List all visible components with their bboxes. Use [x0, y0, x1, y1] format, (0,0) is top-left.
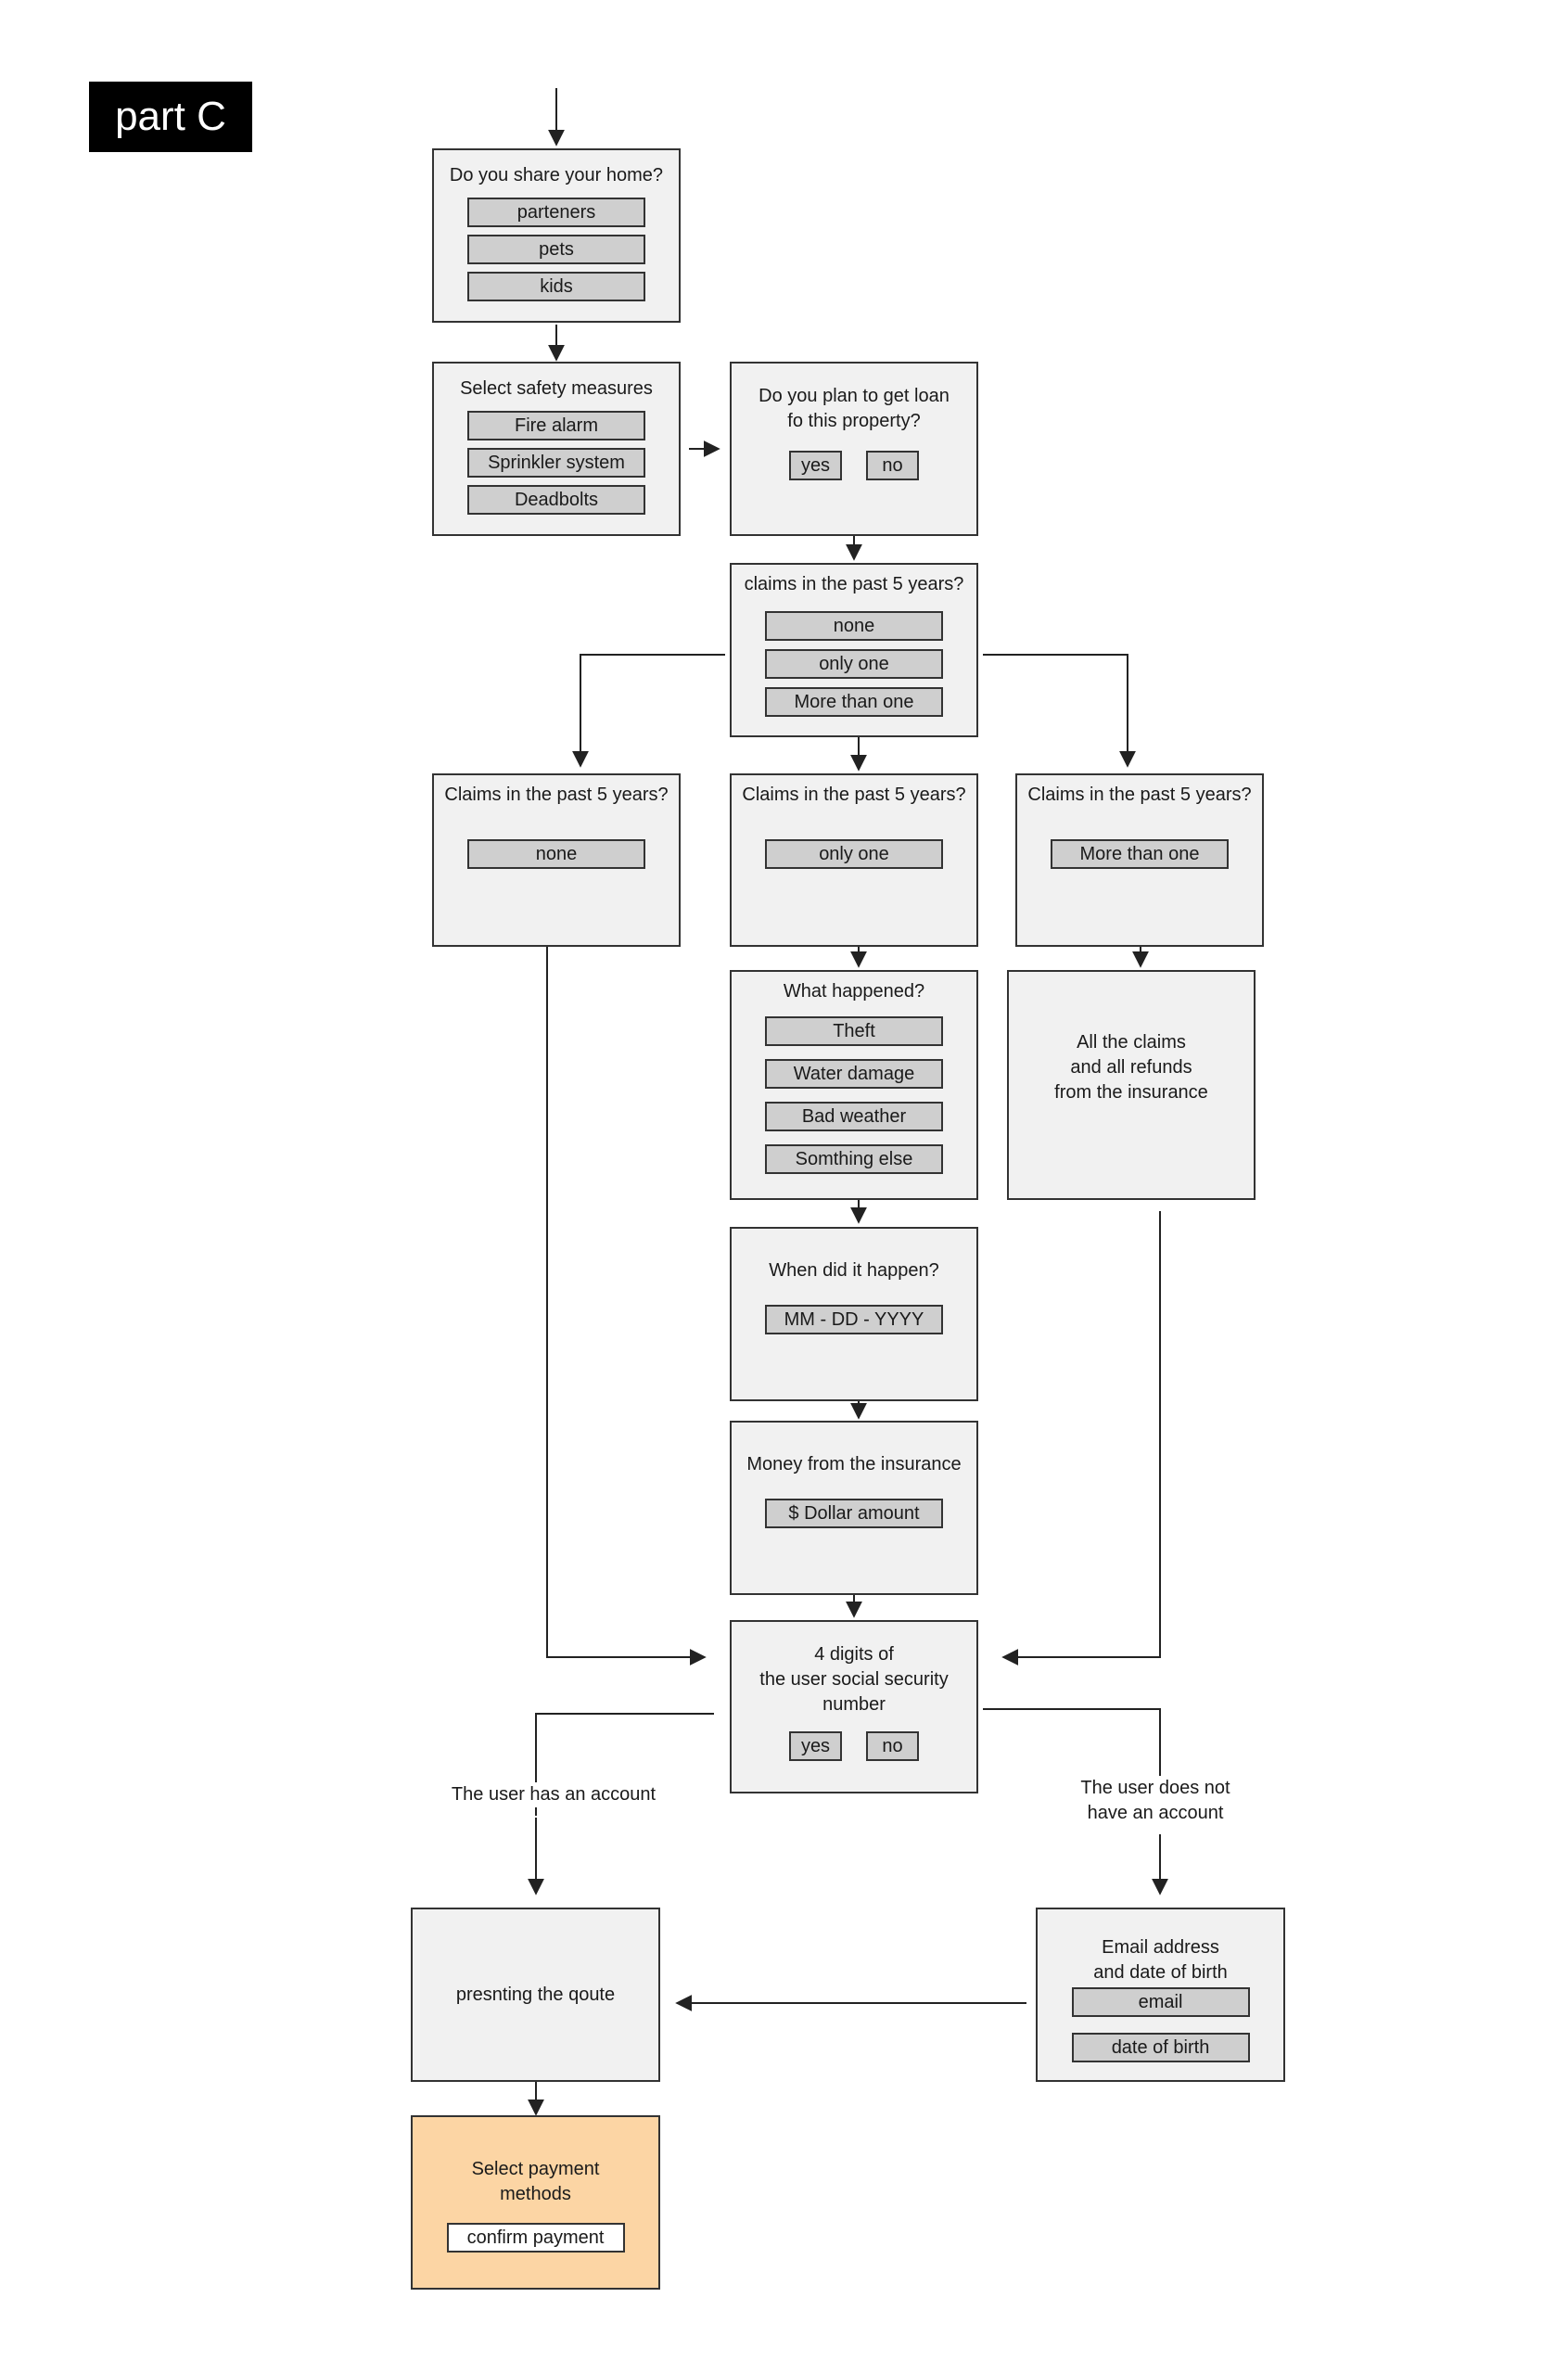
ssn-yes-button[interactable]: yes: [789, 1731, 842, 1761]
what-happened-box: What happened? Theft Water damage Bad we…: [730, 970, 978, 1200]
share-home-question: Do you share your home?: [449, 165, 664, 185]
ssn-no-button[interactable]: no: [866, 1731, 919, 1761]
all-claims-text: All the claims and all refunds from the …: [1054, 1032, 1208, 1103]
option-none[interactable]: none: [765, 611, 943, 641]
claims-question: claims in the past 5 years?: [744, 574, 964, 594]
claims-box: claims in the past 5 years? none only on…: [730, 563, 978, 737]
has-account-label: The user has an account: [438, 1782, 669, 1807]
option-more-than-one[interactable]: More than one: [765, 687, 943, 717]
money-question: Money from the insurance: [746, 1454, 962, 1474]
ssn-question: 4 digits of the user social security num…: [759, 1644, 949, 1715]
option-only-one[interactable]: only one: [765, 649, 943, 679]
claims-more-box: Claims in the past 5 years? More than on…: [1015, 773, 1264, 947]
option-something-else[interactable]: Somthing else: [765, 1144, 943, 1174]
option-water-damage[interactable]: Water damage: [765, 1059, 943, 1089]
loan-question: Do you plan to get loan fo this property…: [759, 386, 950, 431]
loan-box: Do you plan to get loan fo this property…: [730, 362, 978, 536]
arrow-ssn-to-email: [983, 1708, 1161, 1779]
loan-no-button[interactable]: no: [866, 451, 919, 480]
option-pets[interactable]: pets: [467, 235, 645, 264]
loan-yes-button[interactable]: yes: [789, 451, 842, 480]
arrow-claims-to-more: [983, 654, 1136, 768]
arrow-claims-to-none: [572, 654, 725, 768]
share-home-box: Do you share your home? parteners pets k…: [432, 148, 681, 323]
ssn-box: 4 digits of the user social security num…: [730, 1620, 978, 1793]
payment-question: Select payment methods: [471, 2159, 600, 2204]
confirm-payment-button[interactable]: confirm payment: [446, 2223, 625, 2253]
safety-measures-box: Select safety measures Fire alarm Sprink…: [432, 362, 681, 536]
no-account-label: The user does not have an account: [1057, 1776, 1254, 1826]
quote-text: presnting the qoute: [455, 1984, 616, 2005]
claims-one-box: Claims in the past 5 years? only one: [730, 773, 978, 947]
option-partners[interactable]: parteners: [467, 198, 645, 227]
email-input[interactable]: email: [1071, 1987, 1250, 2017]
claims-one-question: Claims in the past 5 years?: [742, 785, 966, 805]
arrow-none-to-ssn: [546, 947, 707, 1666]
claims-more-question: Claims in the past 5 years?: [1027, 785, 1252, 805]
claims-one-option[interactable]: only one: [765, 839, 943, 869]
option-deadbolts[interactable]: Deadbolts: [467, 485, 645, 515]
part-label: part C: [89, 82, 252, 152]
quote-box: presnting the qoute: [411, 1908, 660, 2082]
safety-question: Select safety measures: [460, 378, 653, 399]
email-dob-question: Email address and date of birth: [1093, 1937, 1228, 1983]
claims-none-question: Claims in the past 5 years?: [444, 785, 669, 805]
option-bad-weather[interactable]: Bad weather: [765, 1102, 943, 1131]
arrow-all-to-ssn: [1001, 1211, 1161, 1666]
claims-more-option[interactable]: More than one: [1051, 839, 1229, 869]
date-of-birth-input[interactable]: date of birth: [1071, 2033, 1250, 2062]
all-claims-box: All the claims and all refunds from the …: [1007, 970, 1256, 1200]
option-fire-alarm[interactable]: Fire alarm: [467, 411, 645, 440]
email-dob-box: Email address and date of birth email da…: [1036, 1908, 1285, 2082]
payment-box: Select payment methods confirm payment: [411, 2115, 660, 2290]
option-sprinkler-system[interactable]: Sprinkler system: [467, 448, 645, 478]
option-theft[interactable]: Theft: [765, 1016, 943, 1046]
when-box: When did it happen? MM - DD - YYYY: [730, 1227, 978, 1401]
when-question: When did it happen?: [769, 1260, 939, 1281]
dollar-amount-input[interactable]: $ Dollar amount: [765, 1499, 943, 1528]
option-kids[interactable]: kids: [467, 272, 645, 301]
claims-none-box: Claims in the past 5 years? none: [432, 773, 681, 947]
what-happened-question: What happened?: [783, 981, 925, 1002]
money-box: Money from the insurance $ Dollar amount: [730, 1421, 978, 1595]
date-input[interactable]: MM - DD - YYYY: [765, 1305, 943, 1334]
claims-none-option[interactable]: none: [467, 839, 645, 869]
